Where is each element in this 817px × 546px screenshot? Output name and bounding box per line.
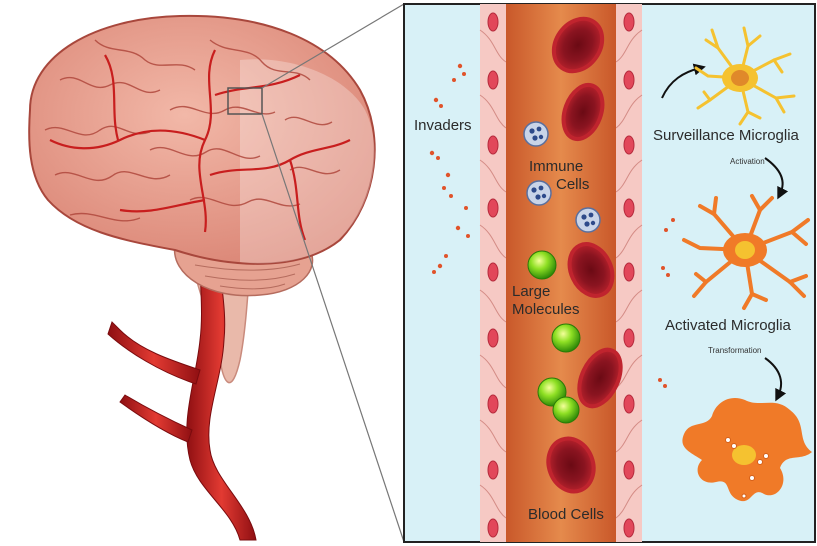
large-molecules-label-line1: Large (512, 283, 550, 301)
immune-cells-label-line2: Cells (556, 176, 589, 194)
large-molecules-label-line2: Molecules (512, 301, 580, 319)
immune-cell (524, 122, 548, 146)
activation-label: Activation (730, 157, 765, 167)
blood-cells-label: Blood Cells (528, 506, 604, 524)
large-molecule (553, 397, 579, 423)
immune-cell (527, 181, 551, 205)
surveillance-microglia-label: Surveillance Microglia (653, 127, 799, 145)
activated-microglia-label: Activated Microglia (665, 317, 791, 335)
large-molecule (552, 324, 580, 352)
immune-cell (576, 208, 600, 232)
artery-branch-left (108, 322, 200, 384)
immune-cells-label-line1: Immune (529, 158, 583, 176)
artery-branch-lower (120, 395, 192, 442)
transformation-label: Transformation (708, 346, 762, 356)
zoom-panel (404, 4, 815, 542)
large-molecule (528, 251, 556, 279)
invaders-label: Invaders (414, 117, 472, 135)
brain-illustration (29, 16, 375, 540)
